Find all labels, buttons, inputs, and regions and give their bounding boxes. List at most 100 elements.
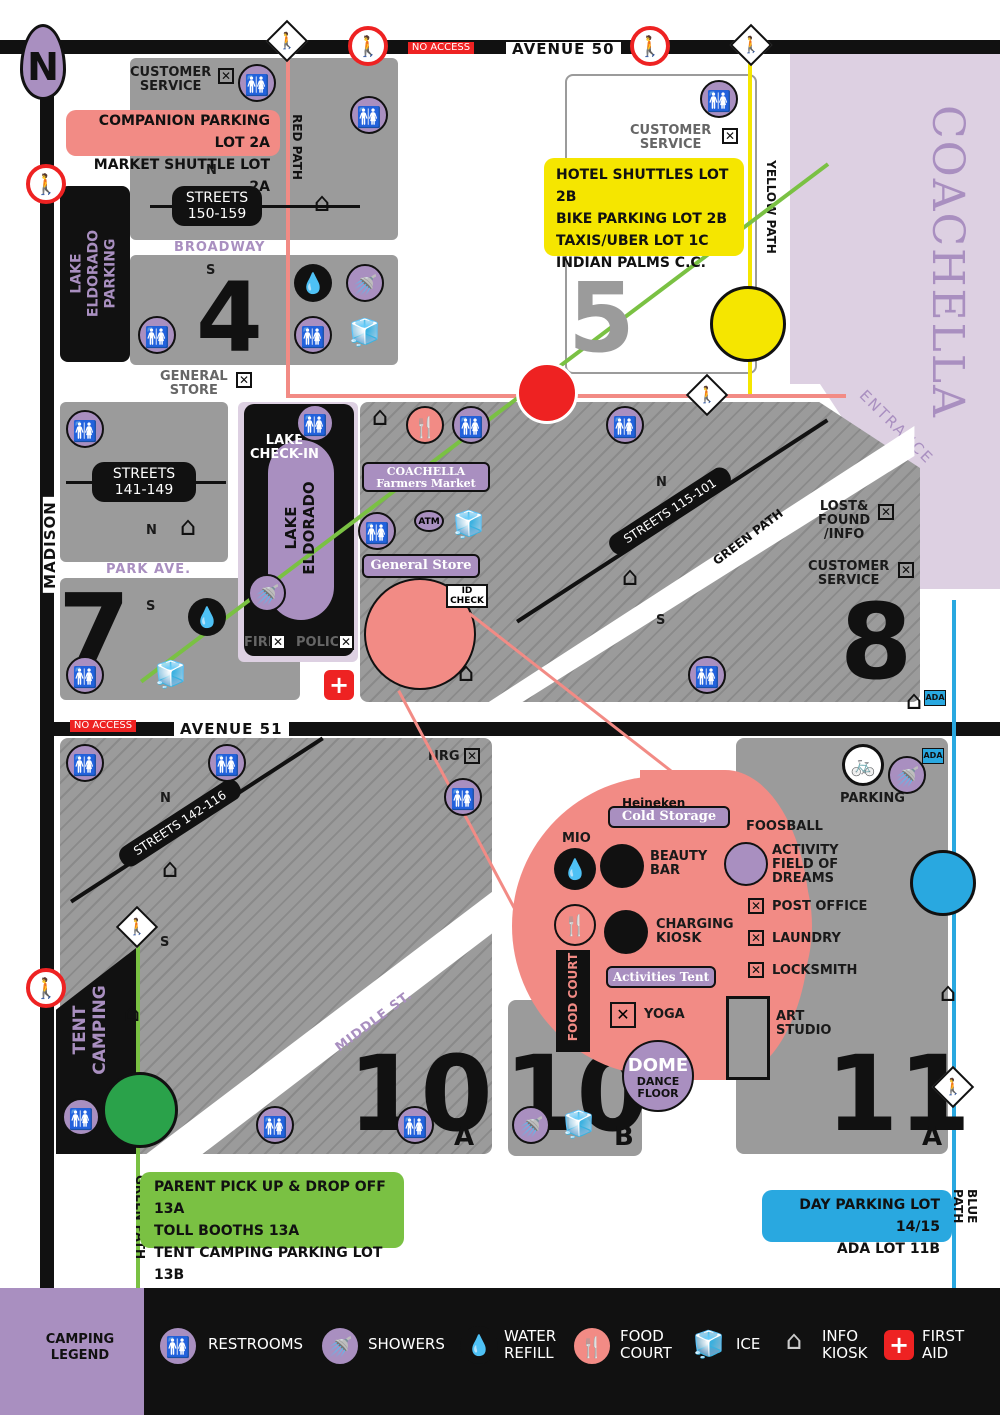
- south-marker-7: S: [146, 599, 156, 614]
- customer-service-box-8: ✕: [898, 562, 914, 578]
- restroom-icon: 🚻: [700, 80, 738, 118]
- legend-restroom-icon: 🚻: [158, 1326, 198, 1366]
- foosball-label: FOOSBALL: [746, 819, 823, 834]
- customer-service-label-8: CUSTOMER SERVICE: [808, 559, 890, 588]
- restroom-icon: 🚻: [452, 406, 490, 444]
- red-panel-line-2: MARKET SHUTTLE LOT 2A: [93, 157, 270, 195]
- legend-water-icon: 💧: [460, 1326, 498, 1364]
- lake-eldorado-parking-label: LAKE ELDORADO PARKING: [68, 229, 119, 318]
- legend-ice-label: ICE: [736, 1335, 761, 1353]
- activities-tent-sign[interactable]: Activities Tent: [606, 966, 716, 988]
- general-store-label: GENERAL STORE: [160, 369, 228, 398]
- lot-5-number: 5: [568, 262, 635, 374]
- restroom-icon: 🚻: [350, 96, 388, 134]
- avenue-50-label: AVENUE 50: [506, 42, 621, 57]
- yellow-roadrunner-marker[interactable]: [710, 286, 786, 362]
- post-office-box: ✕: [748, 898, 764, 914]
- police-label: POLICE: [296, 635, 349, 650]
- mio-label: MIO: [562, 831, 591, 846]
- farmers-market-sign[interactable]: COACHELLA Farmers Market: [362, 462, 490, 492]
- avenue-51-label: AVENUE 51: [174, 722, 289, 737]
- laundry-box: ✕: [748, 930, 764, 946]
- compass-north: N: [20, 24, 66, 100]
- compass-letter: N: [27, 45, 59, 89]
- south-marker-4: S: [206, 263, 216, 278]
- shower-icon: 🚿: [512, 1106, 550, 1144]
- broadway-label: BROADWAY: [174, 240, 266, 255]
- art-studio-label: ART STUDIO: [776, 1009, 832, 1038]
- locksmith-box: ✕: [748, 962, 764, 978]
- activity-field-icon: [724, 842, 768, 886]
- north-marker-10: N: [160, 791, 171, 806]
- green-panel-line-3: TENT CAMPING PARKING LOT 13B: [154, 1245, 383, 1283]
- blue-wolf-marker[interactable]: [910, 850, 976, 916]
- legend-showers-label: SHOWERS: [368, 1335, 445, 1353]
- lake-eldorado-parking-area: [60, 186, 130, 362]
- yellow-panel-line-2: BIKE PARKING LOT 2B: [556, 211, 728, 227]
- blue-info-panel: DAY PARKING LOT 14/15 ADA LOT 11B: [762, 1190, 952, 1257]
- red-tent-marker[interactable]: [516, 362, 578, 424]
- activity-field-label: ACTIVITY FIELD OF DREAMS: [772, 843, 839, 886]
- pedestrian-crossing-icon: 🚶: [265, 19, 309, 63]
- streets-141-line: [66, 481, 226, 484]
- general-store-box: ✕: [236, 372, 252, 388]
- avenue-50-road: [0, 40, 1000, 54]
- green-turtle-marker[interactable]: [102, 1072, 178, 1148]
- no-pedestrian-icon: 🚶: [26, 968, 66, 1008]
- info-kiosk-icon[interactable]: ⌂: [905, 686, 923, 716]
- first-aid-marker: +: [324, 670, 354, 700]
- cold-storage-sign[interactable]: Cold Storage: [608, 806, 730, 828]
- beauty-bar-label: BEAUTY BAR: [650, 849, 708, 878]
- info-kiosk-icon[interactable]: ⌂: [371, 402, 389, 432]
- coachella-title: COACHELLA: [922, 105, 973, 419]
- legend-shower-icon: 🚿: [320, 1326, 360, 1366]
- mio-water-icon: 💧: [554, 848, 596, 890]
- charging-kiosk-icon: [604, 910, 648, 954]
- coachella-festival-area: [790, 54, 1000, 384]
- info-kiosk-icon[interactable]: ⌂: [161, 854, 179, 884]
- dance-floor-label: DANCE FLOOR: [636, 1075, 680, 1100]
- south-marker-8: S: [656, 613, 666, 628]
- legend-ice-icon: 🧊: [692, 1330, 726, 1360]
- ada-badge-8: ADA: [924, 690, 946, 706]
- atm-icon: ATM: [414, 510, 444, 532]
- info-kiosk-icon[interactable]: ⌂: [179, 512, 197, 542]
- dome-label: DOME: [627, 1055, 689, 1076]
- no-access-label-south: NO ACCESS: [70, 720, 136, 732]
- legend-kiosk-icon: ⌂: [785, 1326, 803, 1356]
- police-box: ✕: [338, 634, 354, 650]
- lake-eldorado-label: LAKE ELDORADO: [282, 481, 318, 575]
- customer-service-box-4: ✕: [218, 68, 234, 84]
- pedestrian-crossing-icon: 🚶: [729, 23, 773, 67]
- restroom-icon: 🚻: [688, 656, 726, 694]
- legend-food-icon: 🍴: [572, 1326, 612, 1366]
- streets-150-line: [150, 205, 360, 208]
- legend-restrooms-label: RESTROOMS: [208, 1335, 304, 1353]
- laundry-label: LAUNDRY: [772, 931, 841, 946]
- lake-checkin-label: LAKE CHECK-IN: [250, 433, 319, 462]
- charging-kiosk-label: CHARGING KIOSK: [656, 917, 734, 946]
- id-check-sign: ID CHECK: [446, 584, 488, 608]
- yellow-info-panel: HOTEL SHUTTLES LOT 2B BIKE PARKING LOT 2…: [544, 158, 744, 271]
- info-kiosk-icon[interactable]: ⌂: [123, 998, 141, 1028]
- general-store-sign[interactable]: General Store: [362, 554, 480, 578]
- restroom-icon: 🚻: [296, 404, 334, 442]
- water-refill-icon: 💧: [294, 264, 332, 302]
- info-kiosk-icon[interactable]: ⌂: [939, 978, 957, 1008]
- yoga-box: ✕: [610, 1002, 636, 1028]
- info-kiosk-icon[interactable]: ⌂: [621, 562, 639, 592]
- lot-10b-letter: B: [614, 1122, 634, 1152]
- info-kiosk-icon[interactable]: ⌂: [457, 658, 475, 688]
- ice-icon: 🧊: [452, 510, 486, 540]
- food-court-label: FOOD COURT: [566, 952, 580, 1042]
- beauty-bar-icon: [600, 844, 644, 888]
- shower-icon: 🚿: [248, 574, 286, 612]
- info-kiosk-icon[interactable]: ⌂: [313, 188, 331, 218]
- dome-icon[interactable]: DOME DANCE FLOOR: [622, 1040, 694, 1112]
- lost-found-label: LOST& FOUND /INFO: [818, 499, 871, 542]
- green-panel-line-1: PARENT PICK UP & DROP OFF 13A: [154, 1179, 386, 1217]
- bike-parking-icon: 🚲: [842, 744, 884, 786]
- north-marker-4: N: [206, 163, 217, 178]
- ice-icon: 🧊: [154, 660, 188, 690]
- restroom-icon: 🚻: [396, 1106, 434, 1144]
